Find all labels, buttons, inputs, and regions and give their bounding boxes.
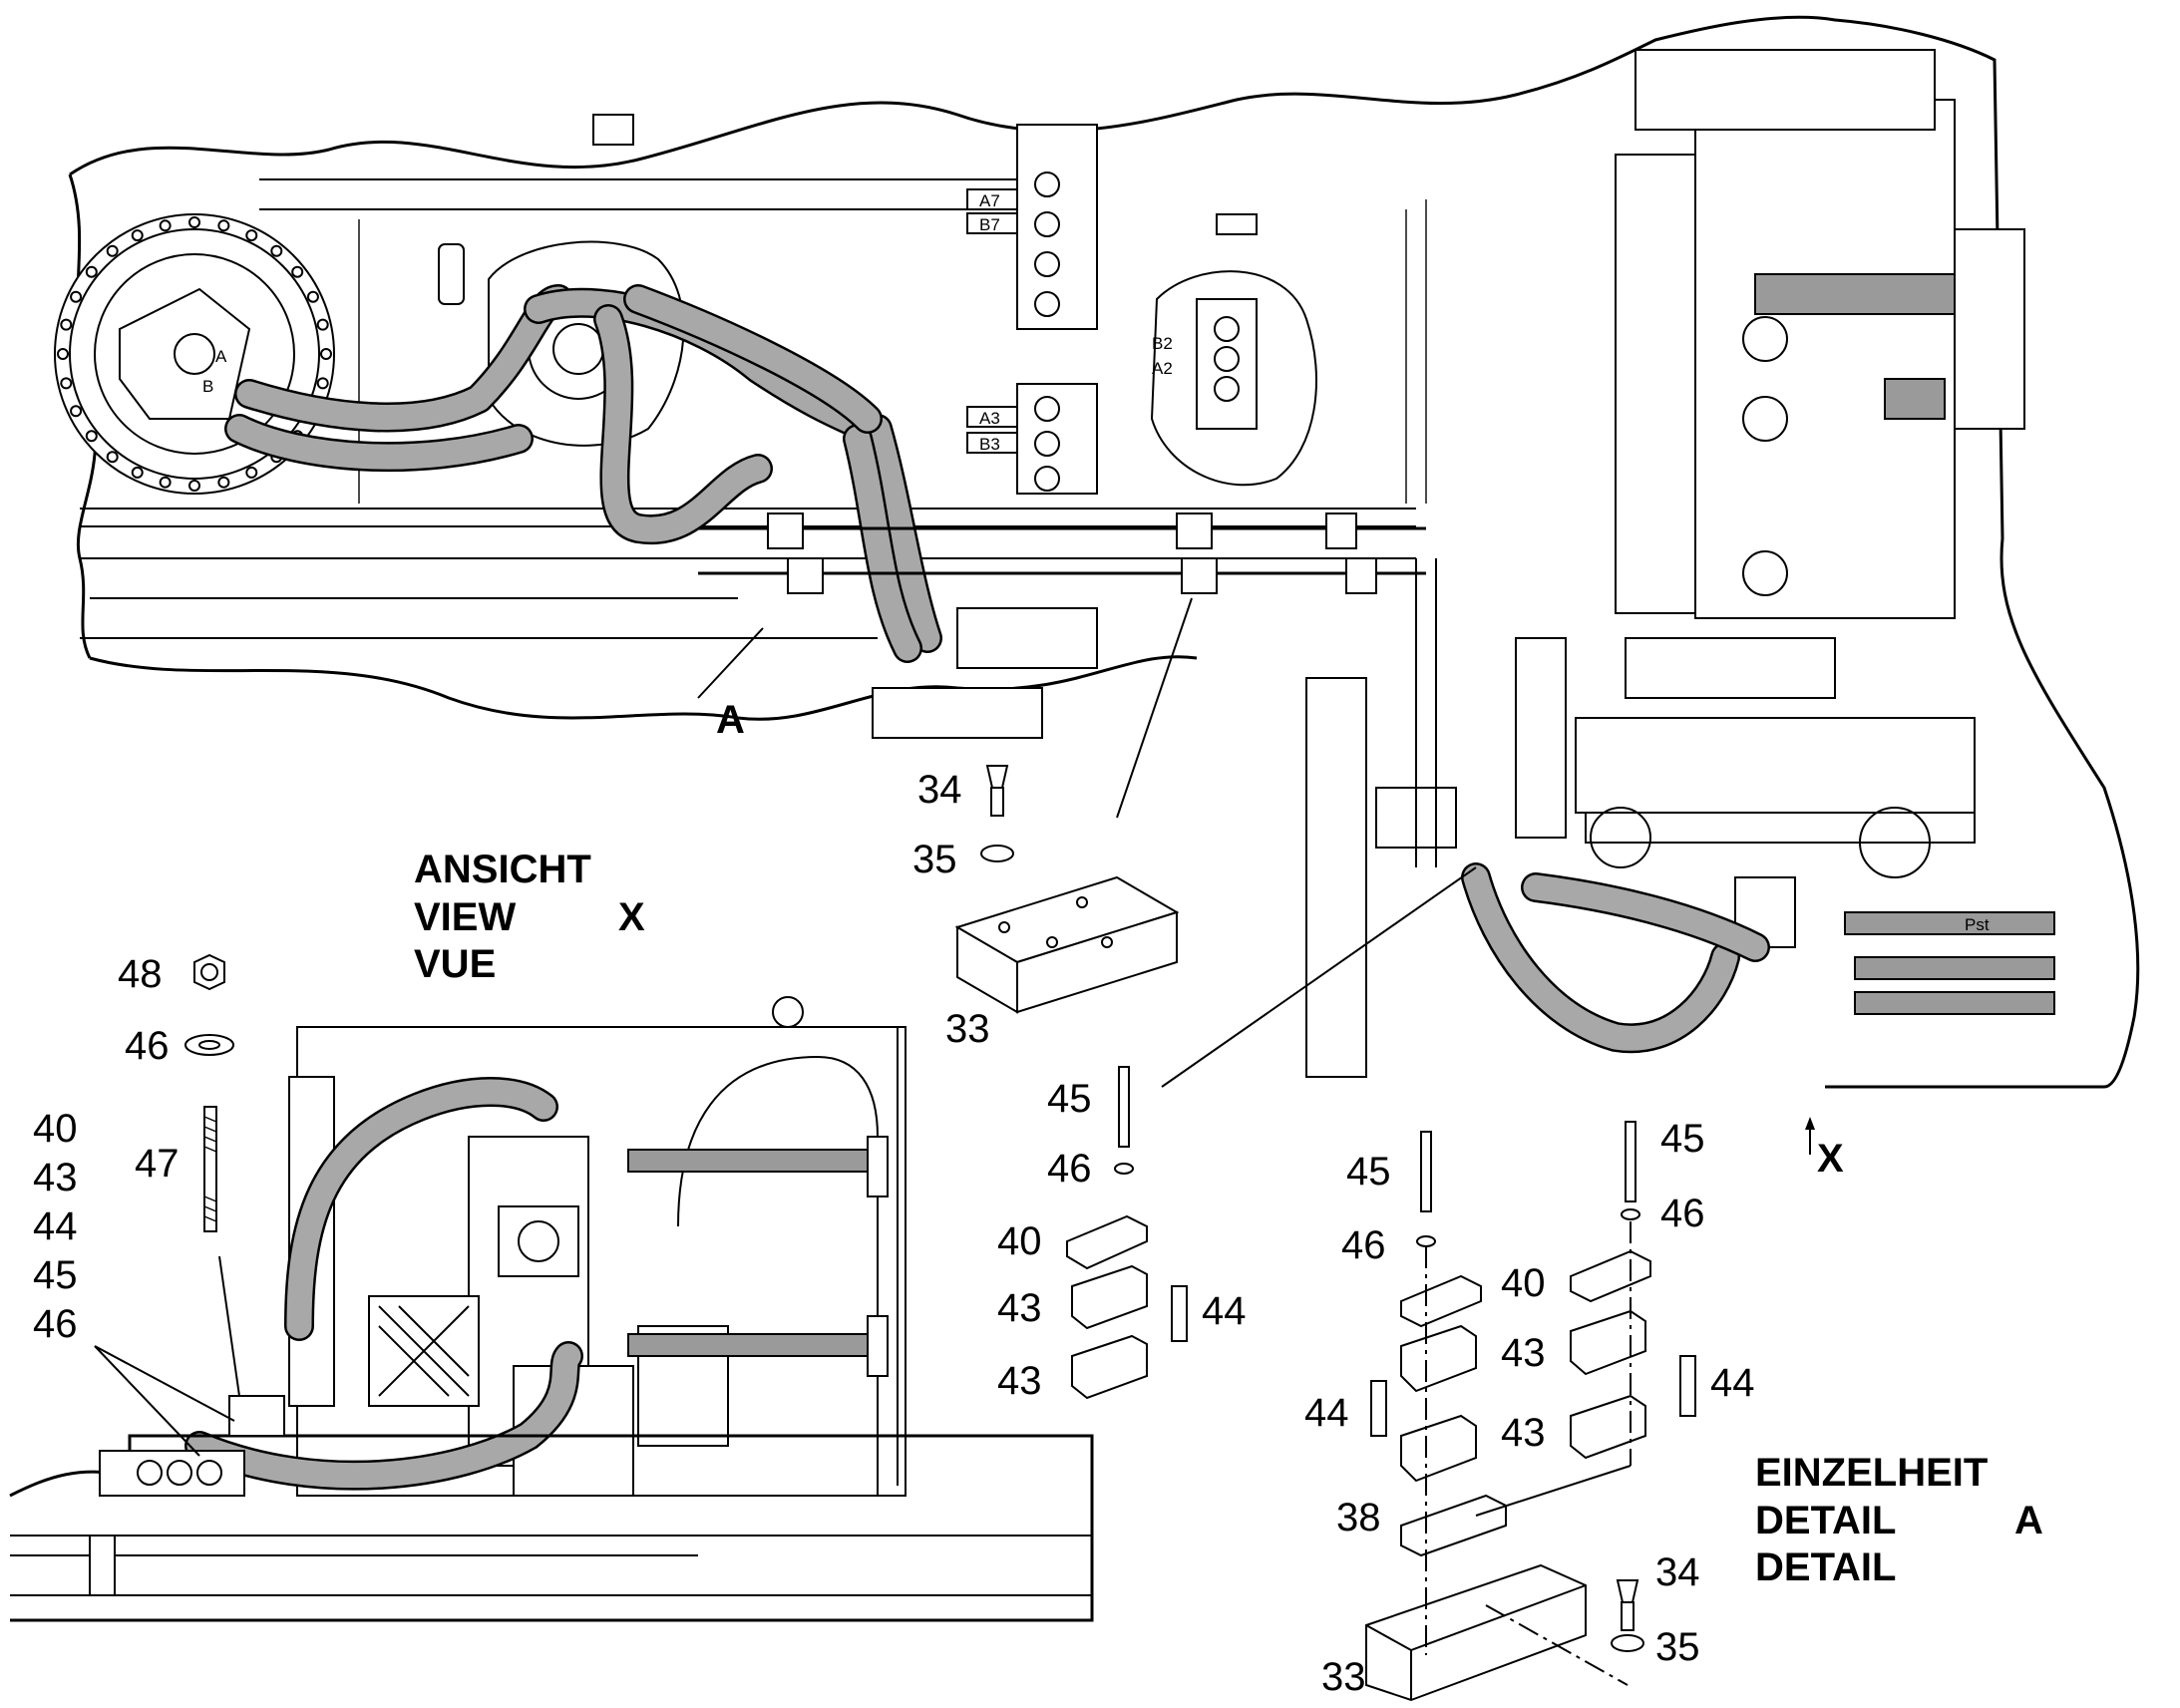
callout-34-top: 34 (917, 768, 962, 812)
ring-bolt (245, 229, 258, 242)
detail-heading-letter: A (2014, 1499, 2043, 1542)
ring-bolt (316, 318, 329, 331)
view-heading-line-3: VUE (414, 942, 496, 986)
view-x-heading: ANSICHT VIEW VUE X (414, 848, 645, 986)
callout-46-detail-1: 46 (1341, 1223, 1386, 1267)
callout-44-detail-1: 44 (1304, 1391, 1349, 1435)
view-heading-line-1: ANSICHT (414, 848, 591, 891)
callout-43-mid-a: 43 (997, 1286, 1042, 1330)
callout-45-detail-1: 45 (1346, 1150, 1391, 1194)
callout-33-detail-1: 33 (1321, 1655, 1366, 1699)
callout-43-detail-1b: 43 (1501, 1411, 1546, 1455)
ring-bolt (70, 405, 83, 418)
port-label-b7: B7 (979, 215, 1000, 234)
port-label-b-ring: B (202, 377, 213, 396)
detail-a-marker: A (716, 698, 745, 742)
callout-47-left: 47 (135, 1142, 180, 1186)
ring-bolt (217, 219, 230, 232)
ring-bolt (306, 290, 319, 303)
ring-bolt (245, 466, 258, 479)
ring-bolt (106, 451, 119, 464)
port-label-b2: B2 (1152, 334, 1173, 353)
view-x-assembly (9, 996, 1094, 1622)
callout-45-detail-2: 45 (1660, 1117, 1705, 1161)
callout-46-left: 46 (125, 1024, 170, 1068)
view-heading-line-2: VIEW (414, 895, 516, 939)
clamp-exploded-detail-a (1365, 1121, 1696, 1702)
plate-exploded-top (954, 765, 1180, 1014)
port-label-pst: Pst (1965, 915, 1990, 934)
callout-45-mid: 45 (1047, 1077, 1092, 1121)
callout-48-left: 48 (118, 952, 163, 996)
callout-46-mid: 46 (1047, 1147, 1092, 1191)
pointer-to-clamp-mid (1161, 866, 1477, 1088)
callout-44-mid: 44 (1202, 1289, 1247, 1333)
hydraulic-hoses-upper (224, 284, 1426, 663)
upper-frame-view (68, 15, 2140, 1089)
ring-bolt (85, 265, 98, 278)
ring-bolt (106, 244, 119, 257)
ring-bolt (217, 476, 230, 489)
callout-34-detail-2: 34 (1655, 1550, 1700, 1594)
callout-stack-46: 46 (33, 1302, 78, 1346)
callout-38-detail-1: 38 (1336, 1496, 1381, 1539)
pointer-to-clamp-top (1116, 597, 1193, 819)
view-x-arrow-letter: X (1817, 1137, 1844, 1181)
callout-stack-40: 40 (33, 1107, 78, 1151)
callout-43-mid-b: 43 (997, 1359, 1042, 1403)
control-valve-block-lower: A3 B3 (966, 383, 1098, 495)
callout-35-detail-2: 35 (1655, 1625, 1700, 1669)
port-label-a3: A3 (979, 409, 1000, 428)
control-valve-block-upper: A7 B7 (966, 124, 1098, 330)
detail-heading-line-2: DETAIL (1755, 1499, 1896, 1542)
ring-bolt (316, 377, 329, 390)
ring-bolt (320, 348, 332, 360)
callout-46-detail-2: 46 (1660, 1192, 1705, 1235)
ring-bolt (85, 430, 98, 443)
callout-stack-43: 43 (33, 1156, 78, 1199)
ring-bolt (60, 318, 73, 331)
callout-33-top: 33 (945, 1007, 990, 1051)
ring-bolt (131, 466, 144, 479)
callout-44-detail-2: 44 (1710, 1361, 1755, 1405)
callout-40-detail-1: 40 (1501, 1261, 1546, 1305)
hydraulic-hoses-right: Pst (1305, 558, 2055, 1078)
ring-bolt (70, 290, 83, 303)
clamp-exploded-middle (1066, 1066, 1188, 1400)
control-valve-block-right: B2 A2 (1150, 270, 1317, 487)
callout-stack-44: 44 (33, 1204, 78, 1248)
view-x-exploded-parts (94, 953, 235, 1457)
view-x-arrow: X (1805, 1117, 1844, 1181)
ring-bolt (57, 348, 69, 360)
ring-bolt (159, 476, 172, 489)
ring-bolt (188, 480, 200, 492)
callout-40-mid: 40 (997, 1219, 1042, 1263)
callout-stack-45: 45 (33, 1253, 78, 1297)
diesel-engine (1575, 49, 2025, 948)
detail-a-leader (697, 627, 764, 699)
detail-heading-line-3: DETAIL (1755, 1545, 1896, 1589)
callout-35-top: 35 (912, 838, 957, 881)
detail-heading-line-1: EINZELHEIT (1755, 1451, 1988, 1495)
ring-bolt (291, 265, 304, 278)
ring-bolt (270, 244, 283, 257)
ring-bolt (131, 229, 144, 242)
port-label-a-ring: A (215, 347, 227, 366)
callout-43-detail-1a: 43 (1501, 1331, 1546, 1375)
port-label-a7: A7 (979, 191, 1000, 210)
ring-bolt (188, 216, 200, 228)
port-label-a2: A2 (1152, 359, 1173, 378)
view-heading-letter: X (618, 895, 645, 939)
ring-bolt (60, 377, 73, 390)
port-label-b3: B3 (979, 435, 1000, 454)
ring-bolt (159, 219, 172, 232)
part-callouts: 34 35 33 45 46 40 43 43 44 48 46 47 40 4… (33, 768, 1755, 1699)
detail-a-heading: EINZELHEIT DETAIL DETAIL A (1755, 1451, 2043, 1589)
